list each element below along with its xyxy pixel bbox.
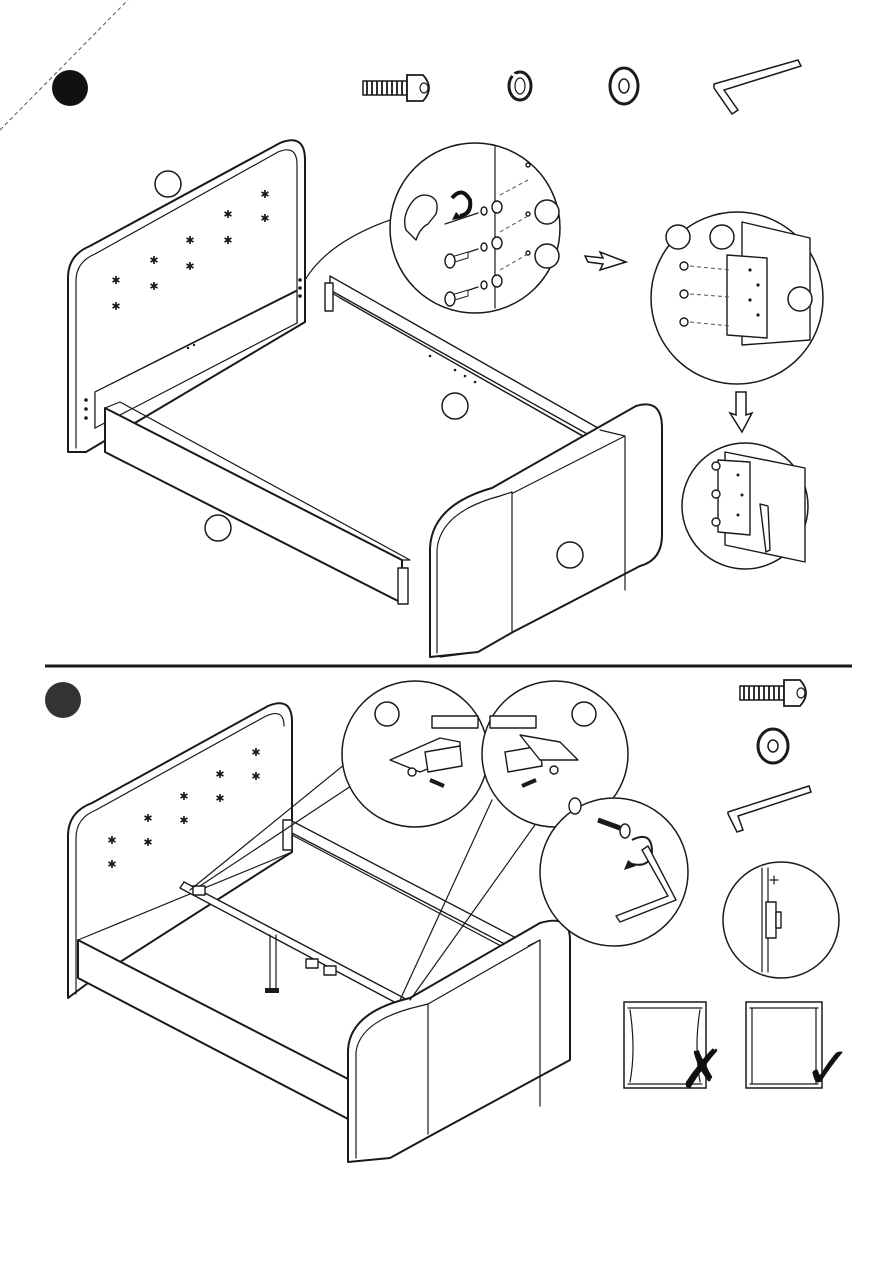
svg-text:✱: ✱ — [179, 814, 188, 827]
label-box-left — [432, 716, 478, 728]
svg-text:✱: ✱ — [143, 812, 152, 825]
part-label-left-bracket — [375, 702, 399, 726]
center-slat-support — [180, 882, 404, 1005]
front-rail — [105, 402, 410, 604]
flat-washer-icon — [610, 68, 638, 104]
footboard — [430, 404, 662, 657]
svg-text:✱: ✱ — [111, 274, 120, 287]
svg-text:✱: ✱ — [260, 212, 269, 225]
svg-text:✱: ✱ — [223, 234, 232, 247]
flat-washer-icon — [758, 729, 788, 763]
fold-guide-line — [0, 0, 128, 130]
part-label-headboard — [155, 171, 181, 197]
check-icon: ✓ — [804, 1034, 853, 1102]
frame-check-right: ✓ — [746, 1002, 852, 1102]
part-label-bracket — [710, 225, 734, 249]
svg-text:✱: ✱ — [185, 260, 194, 273]
step-1-marker — [52, 70, 88, 106]
footboard — [348, 921, 570, 1162]
svg-text:✱: ✱ — [107, 858, 116, 871]
cross-icon: ✗ — [679, 1038, 724, 1101]
detail-center-support — [723, 862, 839, 978]
svg-text:✱: ✱ — [149, 280, 158, 293]
allen-key-icon — [714, 60, 801, 114]
svg-text:✱: ✱ — [185, 234, 194, 247]
svg-text:✱: ✱ — [107, 834, 116, 847]
svg-text:✱: ✱ — [143, 836, 152, 849]
part-label-washer — [535, 244, 559, 268]
allen-key-icon — [728, 786, 811, 832]
svg-text:✱: ✱ — [215, 792, 224, 805]
detail-bracket-fitted — [682, 443, 808, 569]
part-label-screw — [666, 225, 690, 249]
svg-text:✱: ✱ — [215, 768, 224, 781]
part-label-front-rail — [205, 515, 231, 541]
part-label-right-bracket — [572, 702, 596, 726]
headboard: ✱ ✱ ✱ ✱ ✱ ✱ ✱ ✱ ✱ ✱ — [68, 140, 305, 452]
step-2-section: ✱ ✱ ✱ ✱ ✱ ✱ ✱ ✱ ✱ ✱ — [45, 680, 852, 1162]
step-1-section: ✱ ✱ ✱ ✱ ✱ ✱ ✱ ✱ ✱ ✱ — [52, 60, 823, 657]
detail-bolt-tighten — [540, 798, 688, 946]
step-2-marker — [45, 682, 81, 718]
svg-text:✱: ✱ — [179, 790, 188, 803]
arrow-down-icon — [730, 392, 752, 432]
svg-text:✱: ✱ — [223, 208, 232, 221]
detail-bracket — [651, 212, 823, 384]
svg-text:✱: ✱ — [149, 254, 158, 267]
bolt-icon — [740, 680, 806, 706]
svg-text:✱: ✱ — [251, 746, 260, 759]
svg-text:✱: ✱ — [251, 770, 260, 783]
part-label-rail-end — [788, 287, 812, 311]
part-label-side-rail — [442, 393, 468, 419]
bolt-icon — [363, 75, 429, 101]
label-box-right — [490, 716, 536, 728]
support-leg-foot — [265, 988, 279, 993]
svg-text:✱: ✱ — [260, 188, 269, 201]
part-label-bolt — [535, 200, 559, 224]
spring-washer-icon — [509, 72, 531, 100]
part-label-footboard — [557, 542, 583, 568]
arrow-left-icon — [585, 252, 626, 270]
frame-check-wrong: ✗ — [624, 1002, 725, 1101]
svg-text:✱: ✱ — [111, 300, 120, 313]
